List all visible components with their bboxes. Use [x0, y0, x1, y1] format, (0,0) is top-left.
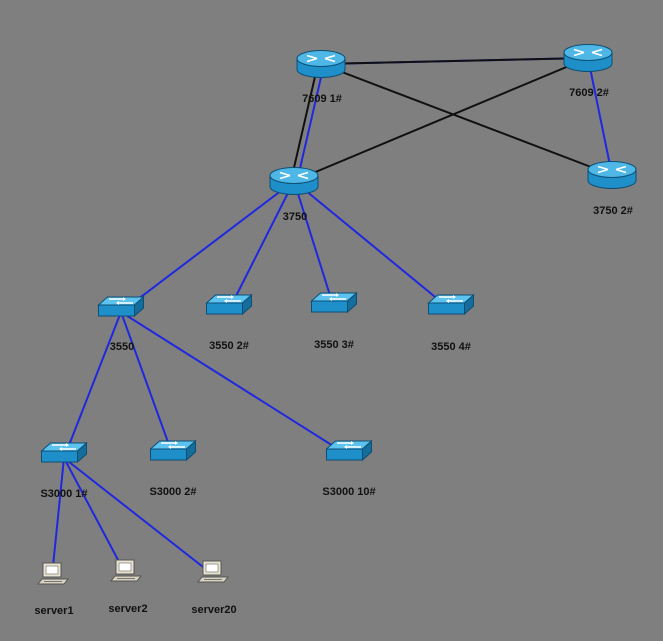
- node-s3000-1-switch-icon[interactable]: [40, 441, 88, 464]
- node-s3000-2-switch-icon[interactable]: [149, 439, 197, 462]
- node-label-sw3550: 3550: [110, 341, 134, 353]
- link-s3000-1-server20-blue: [63, 457, 213, 575]
- node-label-sw3550-2: 3550 2#: [209, 340, 249, 352]
- node-server1-pc-icon[interactable]: [36, 562, 70, 585]
- links-layer: [51, 57, 613, 577]
- link-r7609-1-r3750-2-black: [320, 63, 613, 176]
- node-sw3550-switch-icon[interactable]: [97, 295, 145, 318]
- link-s3000-1-server2-blue: [63, 457, 126, 574]
- link-r7609-1-r7609-2-black: [320, 57, 589, 65]
- node-r7609-2-router-icon[interactable]: [563, 44, 613, 72]
- node-label-s3000-10: S3000 10#: [322, 486, 375, 498]
- link-r7609-1-r3750-black: [290, 63, 320, 181]
- node-label-r3750-2: 3750 2#: [593, 205, 633, 217]
- node-label-sw3550-3: 3550 3#: [314, 339, 354, 351]
- link-sw3550-s3000-1-blue: [63, 311, 122, 459]
- link-r3750-sw3550-4-blue: [293, 180, 452, 311]
- node-label-server1: server1: [34, 605, 73, 617]
- node-sw3550-4-switch-icon[interactable]: [427, 293, 475, 316]
- link-r3750-sw3550-3-blue: [293, 180, 335, 309]
- link-r7609-2-r3750-black: [293, 57, 589, 182]
- node-label-r3750: 3750: [283, 211, 307, 223]
- node-r7609-1-router-icon[interactable]: [296, 50, 346, 78]
- link-s3000-1-server1-blue: [51, 457, 65, 577]
- node-label-s3000-1: S3000 1#: [40, 488, 87, 500]
- nodes-layer: 7609 1# 7609 2# 3750 3750 2# 3550 3550 2# 3550…: [34, 44, 637, 617]
- node-r3750-router-icon[interactable]: [269, 167, 319, 195]
- link-r3750-sw3550-blue: [120, 180, 295, 313]
- node-sw3550-2-switch-icon[interactable]: [205, 293, 253, 316]
- node-r3750-2-router-icon[interactable]: [587, 161, 637, 189]
- link-sw3550-s3000-2-blue: [120, 311, 174, 457]
- node-server2-pc-icon[interactable]: [109, 559, 143, 582]
- node-sw3550-3-switch-icon[interactable]: [310, 291, 358, 314]
- node-label-sw3550-4: 3550 4#: [431, 341, 471, 353]
- node-label-server20: server20: [191, 604, 236, 616]
- node-label-server2: server2: [108, 603, 147, 615]
- node-s3000-10-switch-icon[interactable]: [325, 439, 373, 462]
- node-label-r7609-2: 7609 2#: [569, 87, 609, 99]
- node-server20-pc-icon[interactable]: [196, 560, 230, 583]
- link-r7609-1-r3750-blue: [295, 64, 325, 182]
- node-label-r7609-1: 7609 1#: [302, 93, 342, 105]
- link-sw3550-s3000-10-blue: [120, 311, 350, 457]
- link-r7609-2-r3750-2-blue: [587, 57, 613, 176]
- node-label-s3000-2: S3000 2#: [149, 486, 196, 498]
- link-r3750-sw3550-2-blue: [228, 180, 295, 311]
